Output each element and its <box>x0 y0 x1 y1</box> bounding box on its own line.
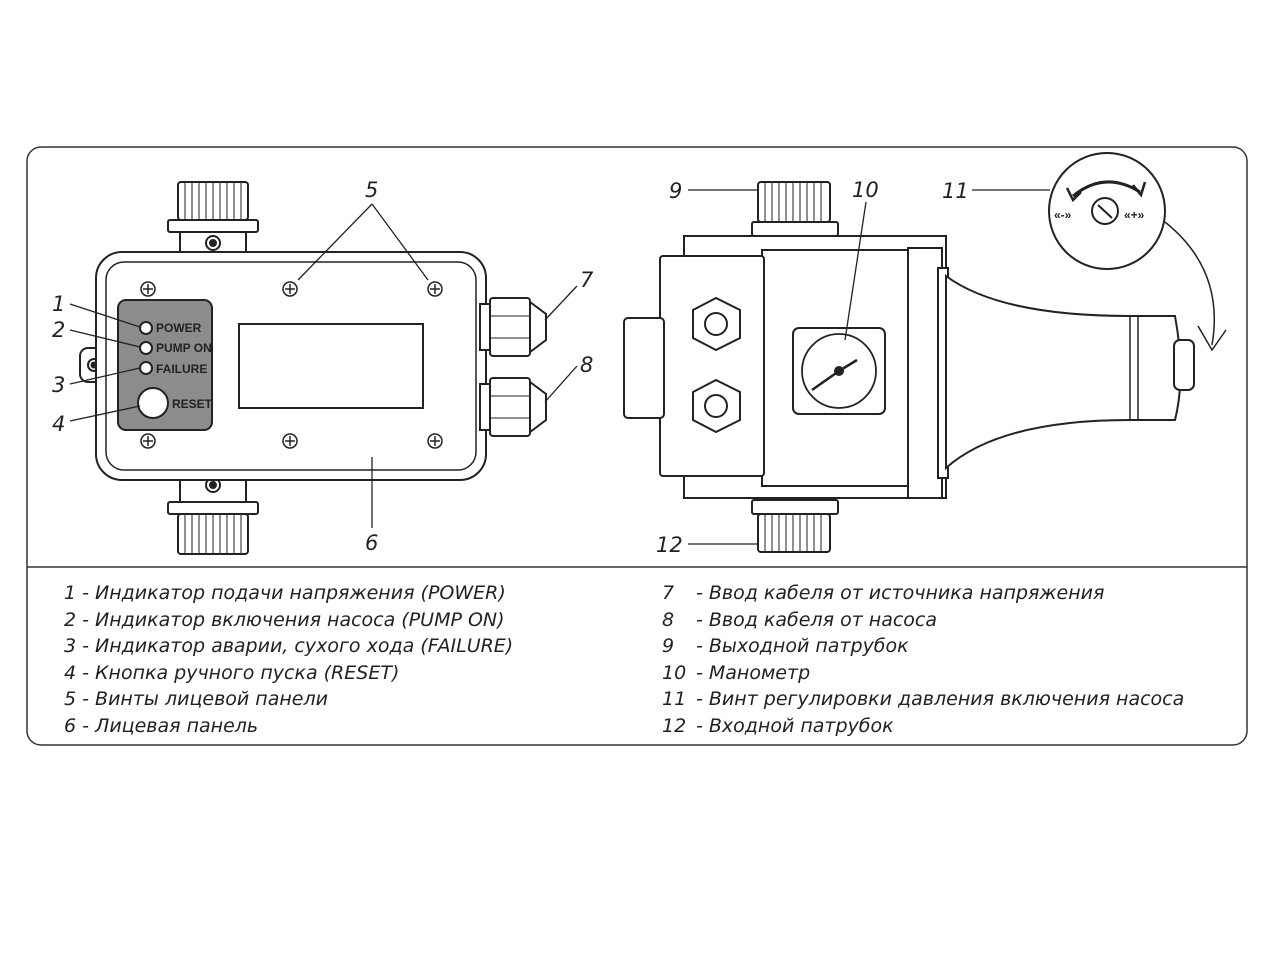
inlet-pipe <box>757 513 831 553</box>
callout-11: 11 <box>942 179 969 203</box>
reset-label: RESET <box>172 397 213 411</box>
legend-item-2: 2 - Индикатор включения насоса (PUMP ON) <box>64 608 505 631</box>
adjust-minus-label: «-» <box>1054 208 1072 222</box>
legend-item-9: 9- Выходной патрубок <box>662 635 909 657</box>
legend-item-10: 10- Манометр <box>662 661 811 684</box>
callout-10: 10 <box>852 178 879 202</box>
legend-item-7: 7- Ввод кабеля от источника напряжения <box>662 582 1105 604</box>
legend-item-12: 12- Входной патрубок <box>662 714 894 737</box>
adjust-arrow-icon <box>1072 180 1141 198</box>
panel-screws <box>140 281 443 449</box>
legend-item-11: 11- Винт регулировки давления включения … <box>662 688 1185 710</box>
legend-left: 1 - Индикатор подачи напряжения (POWER) … <box>64 580 513 739</box>
power-label: POWER <box>156 321 202 335</box>
callout-2: 2 <box>52 318 65 342</box>
pump-on-label: PUMP ON <box>156 341 212 355</box>
outer-frame <box>26 146 1248 746</box>
legend-item-4: 4 - Кнопка ручного пуска (RESET) <box>64 661 400 684</box>
callout-4: 4 <box>52 412 65 436</box>
leader-lines-right <box>688 189 1050 545</box>
cable-gland-bottom <box>479 377 547 437</box>
failure-led <box>139 361 153 375</box>
pump-on-led <box>139 341 153 355</box>
outlet-pipe <box>757 181 831 223</box>
callout-1: 1 <box>52 292 65 316</box>
cable-gland-top <box>479 297 547 357</box>
callout-9: 9 <box>669 179 682 203</box>
callout-6: 6 <box>365 531 378 555</box>
reset-button[interactable] <box>137 387 169 419</box>
legend-right: 7- Ввод кабеля от источника напряжения 8… <box>662 580 1184 739</box>
display-window <box>238 323 424 409</box>
side-view <box>623 152 1227 553</box>
legend-item-8: 8- Ввод кабеля от насоса <box>662 608 938 631</box>
adjust-plus-label: «+» <box>1124 208 1145 222</box>
callout-3: 3 <box>52 373 65 397</box>
legend-item-3: 3 - Индикатор аварии, сухого хода (FAILU… <box>64 635 514 657</box>
legend-item-1: 1 - Индикатор подачи напряжения (POWER) <box>64 582 506 604</box>
failure-label: FAILURE <box>156 362 207 376</box>
power-led <box>139 321 153 335</box>
legend-item-5: 5 - Винты лицевой панели <box>64 688 328 710</box>
callout-5: 5 <box>365 178 378 202</box>
leader-lines-left <box>69 203 578 528</box>
legend-item-6: 6 - Лицевая панель <box>64 714 259 737</box>
callout-7: 7 <box>580 268 594 292</box>
front-view <box>79 181 547 555</box>
callout-8: 8 <box>580 353 593 377</box>
callout-12: 12 <box>656 533 683 557</box>
